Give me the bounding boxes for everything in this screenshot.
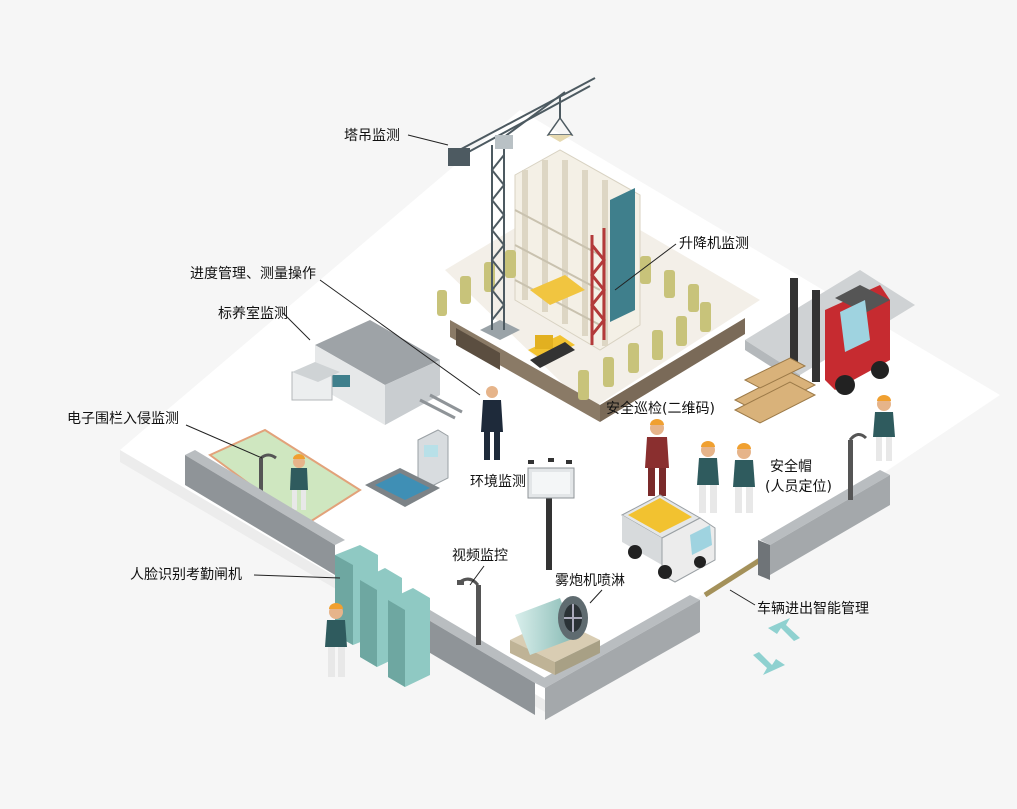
progress-label: 进度管理、测量操作: [190, 266, 316, 282]
fog-cannon-label: 雾炮机喷淋: [555, 573, 625, 589]
helmet-label-line2: (人员定位): [765, 479, 832, 495]
fence-label: 电子围栏入侵监测: [67, 411, 179, 427]
traffic-arrows: [753, 618, 800, 675]
video-label: 视频监控: [452, 548, 508, 564]
vehicle-label: 车辆进出智能管理: [757, 601, 869, 617]
face-gate-label: 人脸识别考勤闸机: [130, 567, 242, 583]
patrol-label: 安全巡检(二维码): [606, 401, 715, 417]
curing-room-label: 标养室监测: [218, 306, 288, 322]
tower-crane-label: 塔吊监测: [344, 128, 400, 144]
helmet-label-line1: 安全帽: [770, 459, 812, 475]
environment-label: 环境监测: [470, 474, 526, 490]
hoist-label: 升降机监测: [679, 236, 749, 252]
